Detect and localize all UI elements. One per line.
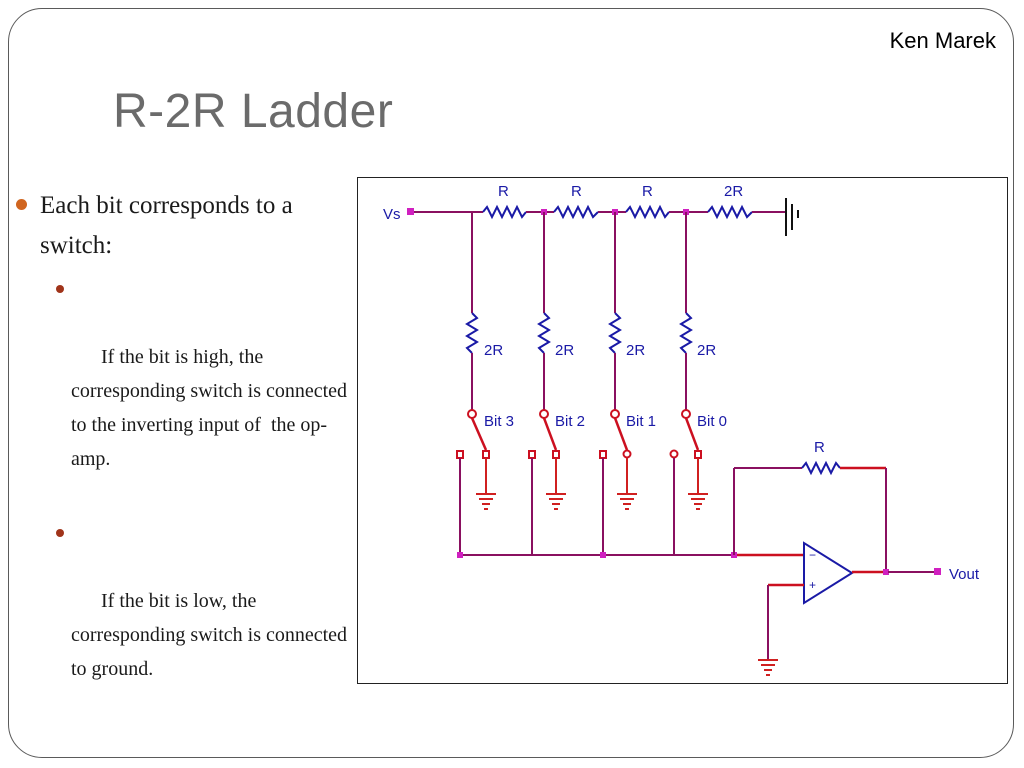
bit-label: Bit 1 bbox=[626, 413, 656, 430]
slide-title: R-2R Ladder bbox=[113, 85, 394, 138]
shunt-leg-bit3 bbox=[456, 212, 496, 555]
sub-bullet-text: If the bit is high, the corresponding sw… bbox=[71, 346, 353, 470]
series-label: R bbox=[571, 183, 582, 200]
shunt-label: 2R bbox=[697, 342, 716, 359]
series-resistor-r3 bbox=[625, 204, 670, 220]
bit-label: Bit 3 bbox=[484, 413, 514, 430]
circuit-schematic: Vs R R R 2R bbox=[383, 183, 980, 676]
input-node bbox=[407, 208, 414, 215]
sub-bullet-list: If the bit is high, the corresponding sw… bbox=[16, 272, 352, 720]
bullet-list: Each bit corresponds to a switch: If the… bbox=[16, 186, 352, 726]
series-resistor-r2 bbox=[553, 204, 599, 220]
bit-label: Bit 2 bbox=[555, 413, 585, 430]
svg-text:+: + bbox=[809, 578, 816, 592]
slide-frame bbox=[8, 8, 1014, 758]
sub-bullet-dot bbox=[56, 529, 64, 537]
series-resistor-2r bbox=[707, 204, 753, 220]
r2r-ladder-diagram: Vs R R R 2R bbox=[357, 177, 1008, 684]
sub-bullet-text: If the bit is low, the corresponding swi… bbox=[71, 590, 353, 680]
author-name: Ken Marek bbox=[889, 28, 996, 53]
junction-node bbox=[600, 552, 606, 558]
shunt-leg-bit1 bbox=[599, 212, 637, 555]
input-label: Vs bbox=[383, 206, 401, 223]
bullet-text: Each bit corresponds to a switch: bbox=[40, 192, 293, 259]
junction-node bbox=[457, 552, 463, 558]
shunt-label: 2R bbox=[626, 342, 645, 359]
bullet-item: Each bit corresponds to a switch: bbox=[16, 186, 352, 266]
op-amp-icon bbox=[803, 541, 854, 605]
shunt-label: 2R bbox=[555, 342, 574, 359]
shunt-leg-bit2 bbox=[528, 212, 566, 555]
output-label: Vout bbox=[949, 566, 980, 583]
feedback-label: R bbox=[814, 439, 825, 456]
output-node bbox=[934, 568, 941, 575]
feedback-resistor bbox=[801, 460, 841, 476]
bit-label: Bit 0 bbox=[697, 413, 727, 430]
junction-node bbox=[883, 569, 889, 575]
sub-bullet-item: If the bit is low, the corresponding swi… bbox=[16, 516, 352, 720]
bullet-dot bbox=[16, 199, 27, 210]
series-label: R bbox=[642, 183, 653, 200]
series-resistor-r1 bbox=[482, 204, 527, 220]
series-label: 2R bbox=[724, 183, 743, 200]
svg-text:−: − bbox=[809, 548, 816, 562]
sub-bullet-dot bbox=[56, 285, 64, 293]
shunt-label: 2R bbox=[484, 342, 503, 359]
series-label: R bbox=[498, 183, 509, 200]
shunt-leg-bit0 bbox=[669, 212, 708, 555]
sub-bullet-item: If the bit is high, the corresponding sw… bbox=[16, 272, 352, 510]
